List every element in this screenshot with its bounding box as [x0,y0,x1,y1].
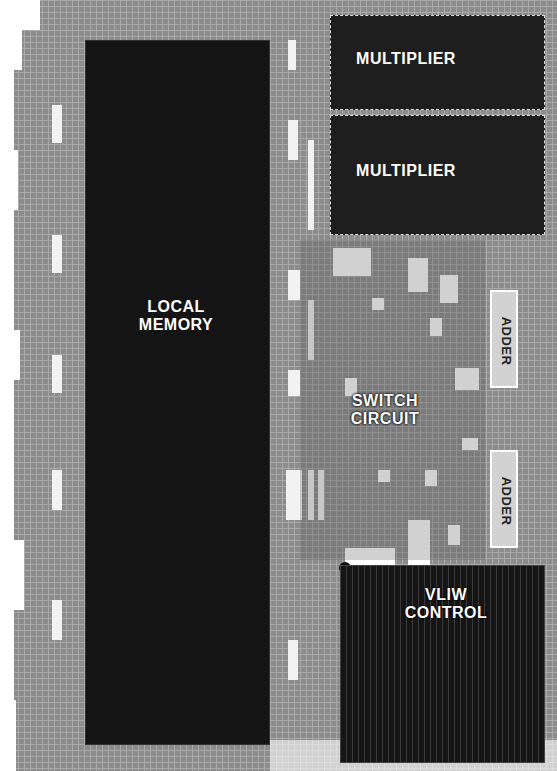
die-surface [14,0,557,771]
die-edge [0,700,16,771]
wire [308,140,314,230]
adder-block: ADDER [490,450,518,548]
block-label: ADDER [499,317,514,366]
pad [288,370,300,396]
block-label: ADDER [499,477,514,526]
pad [52,105,62,143]
memory-block: LOCAL MEMORY [85,40,270,745]
pad [288,640,298,680]
multiplier-block: MULTIPLIER [330,15,545,110]
pad [52,470,62,510]
adder-block: ADDER [490,290,518,388]
die-edge [0,150,18,210]
die-edge [0,30,22,70]
pad [288,120,298,160]
pad [288,270,300,300]
die-edge [0,0,40,30]
switch-circuit-region: SWITCH CIRCUIT [300,240,485,560]
block-label: MULTIPLIER [356,50,456,68]
die-edge [0,540,24,610]
pad [288,40,296,70]
vliw-control-block: VLIW CONTROL [340,565,545,763]
block-label: SWITCH CIRCUIT [335,392,435,429]
pad [52,235,62,273]
die-edge [0,330,20,380]
multiplier-block: MULTIPLIER [330,115,545,235]
block-label: LOCAL MEMORY [116,298,236,335]
pad [52,355,62,393]
block-label: VLIW CONTROL [391,586,501,623]
block-label: MULTIPLIER [356,162,456,180]
pad [52,600,62,640]
